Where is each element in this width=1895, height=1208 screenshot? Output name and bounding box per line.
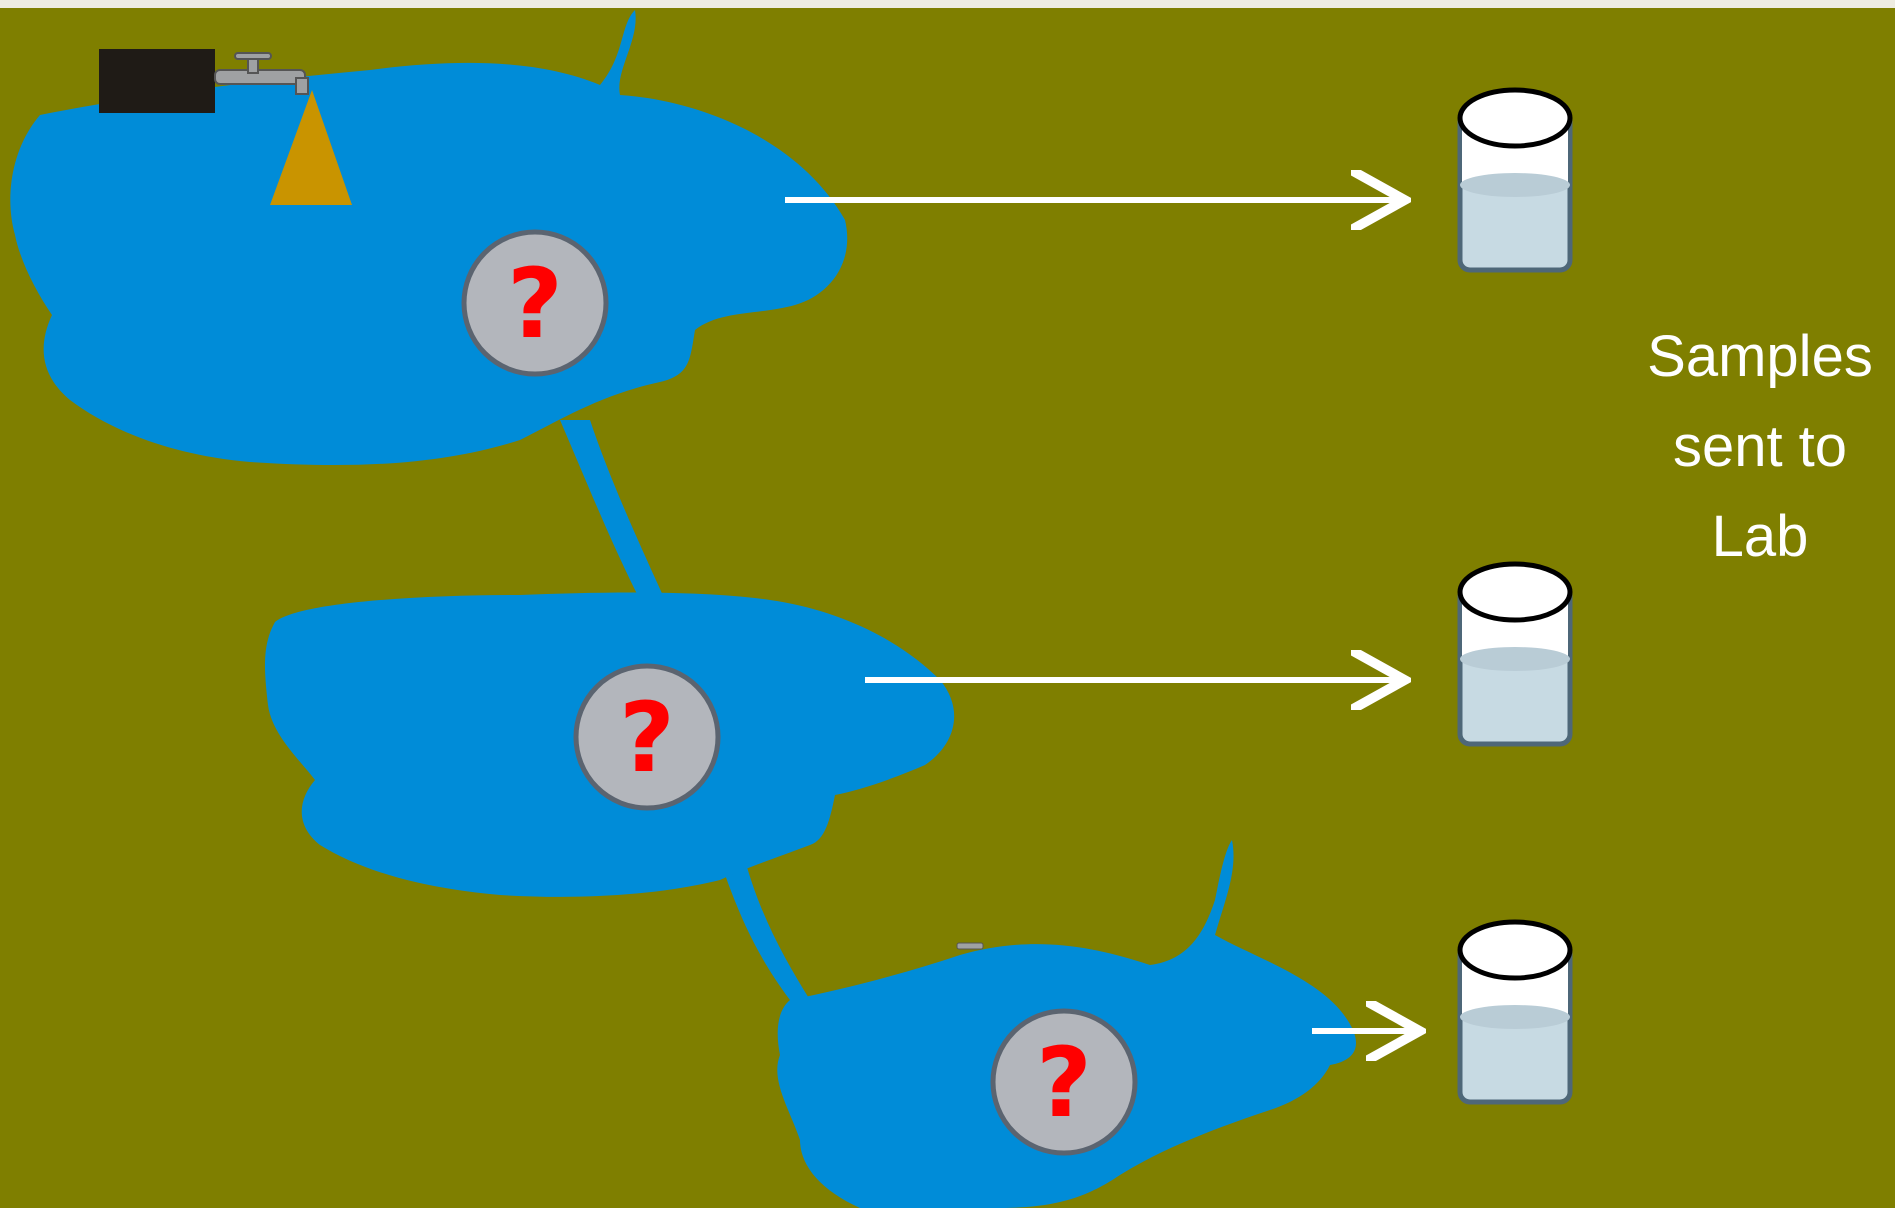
sample-cup-icon-1 (1457, 87, 1573, 273)
samples-caption: Samples sent to Lab (1647, 324, 1873, 569)
top-strip (0, 0, 1895, 8)
stream-2-3 (720, 860, 810, 1000)
discharge-cone-icon (270, 90, 352, 205)
unknown-marker-2: ? (573, 663, 721, 811)
stream-1-2 (560, 420, 665, 600)
pond-1: ? (10, 10, 848, 466)
pond-2: ? (264, 592, 955, 897)
svg-text:?: ? (507, 248, 563, 360)
unknown-marker-3: ? (990, 1008, 1138, 1156)
svg-text:?: ? (1036, 1027, 1092, 1139)
svg-text:?: ? (619, 682, 675, 794)
faucet-icon (214, 52, 309, 95)
sample-cup-icon-2 (1457, 561, 1573, 747)
unknown-marker-1: ? (461, 229, 609, 377)
sample-cup-icon-3 (1457, 919, 1573, 1105)
faucet-icon-small (956, 942, 984, 950)
factory-icon (99, 49, 215, 113)
pond-3: ? (777, 840, 1357, 1208)
pond-1-water (10, 10, 848, 466)
